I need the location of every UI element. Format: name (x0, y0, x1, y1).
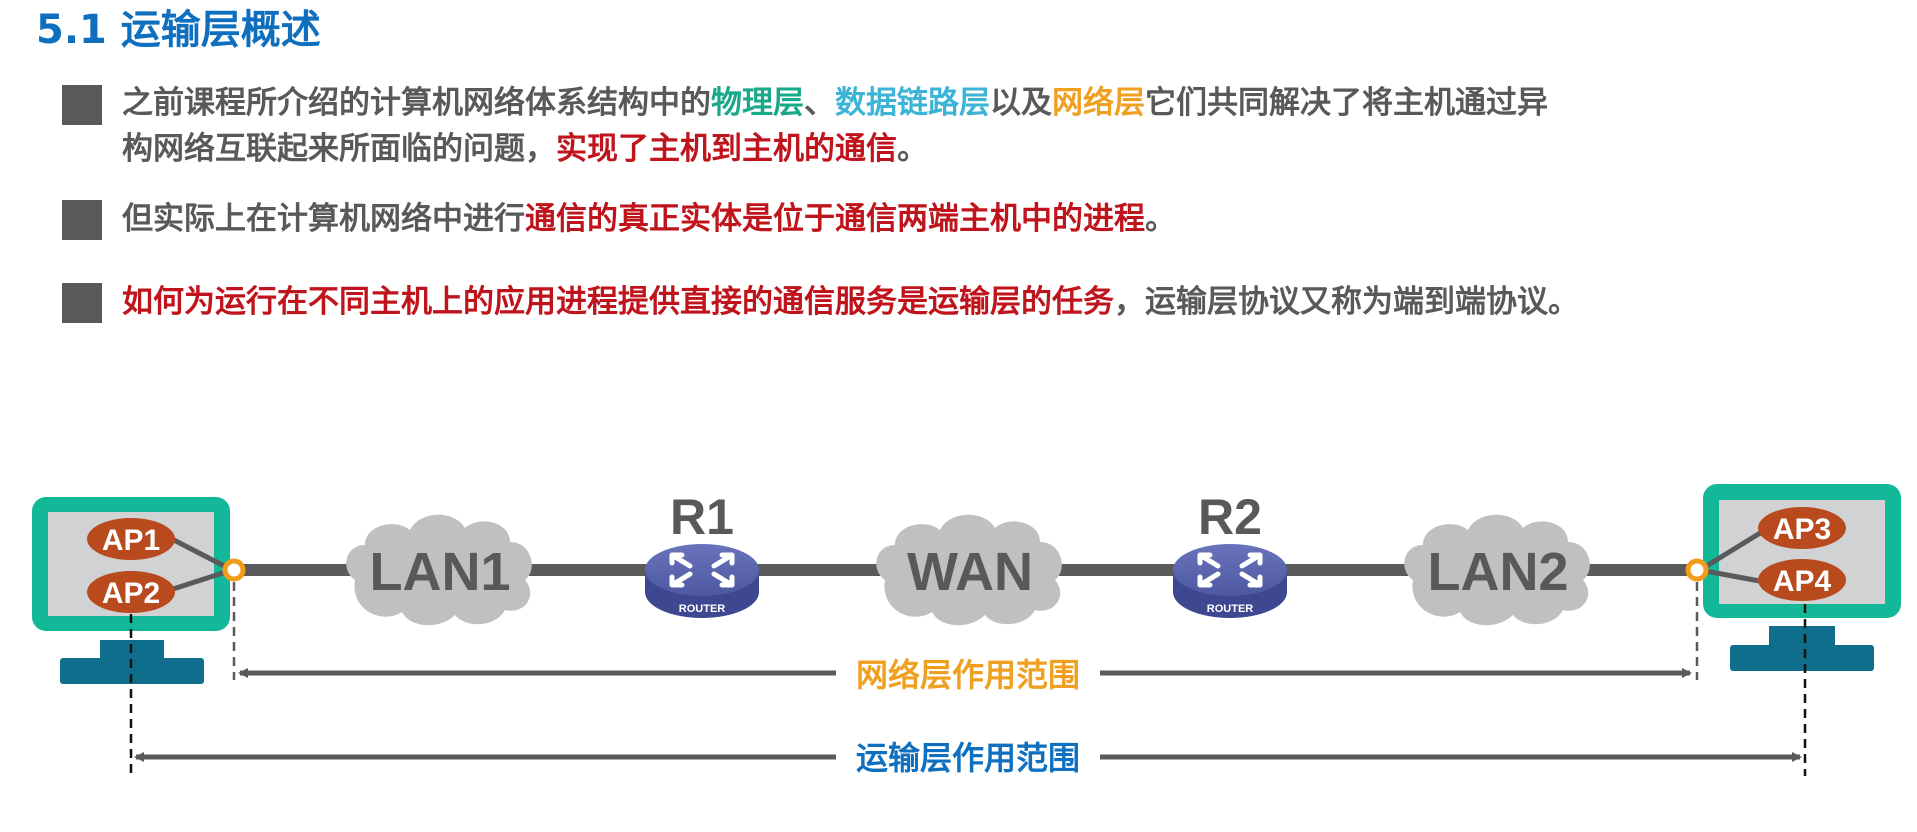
cloud-lan1-label: LAN1 (369, 542, 510, 602)
process-entity-highlight: 通信的真正实体是位于通信两端主机中的进程 (525, 201, 1145, 237)
bullet-1-text: 之前课程所介绍的计算机网络体系结构中的物理层、数据链路层以及网络层它们共同解决了… (122, 80, 1548, 172)
process-link (168, 535, 234, 573)
port-icon (222, 558, 246, 582)
router-icon (645, 544, 759, 596)
text-segment: 它们共同解决了将主机通过异 (1145, 85, 1548, 121)
cloud-wan-label: WAN (907, 542, 1033, 602)
right-host: AP3 AP4 (1685, 484, 1901, 671)
text-segment: 以及 (990, 85, 1052, 121)
network-layer-highlight: 网络层 (1052, 85, 1145, 121)
router-r1-label: R1 (670, 489, 734, 545)
router-arrows-icon (1197, 552, 1263, 588)
physical-layer-highlight: 物理层 (711, 85, 804, 121)
text-segment: 。 (897, 131, 928, 167)
process-ap1-label: AP1 (102, 524, 160, 557)
text-segment: 。 (1145, 201, 1176, 237)
bullet-1-line-2: 构网络互联起来所面临的问题，实现了主机到主机的通信。 (122, 126, 1548, 172)
slide-title: 5.1 运输层概述 (36, 7, 321, 53)
text-segment: 构网络互联起来所面临的问题， (122, 131, 556, 167)
bullet-square-3 (62, 283, 102, 323)
router-r2-label: R2 (1198, 489, 1262, 545)
process-link (1699, 567, 1766, 585)
process-ap3 (1758, 507, 1846, 549)
cloud-lan1: LAN1 (346, 514, 532, 626)
text-segment: 、 (804, 85, 835, 121)
bullet-1-line-1: 之前课程所介绍的计算机网络体系结构中的物理层、数据链路层以及网络层它们共同解决了… (122, 80, 1548, 126)
transport-task-highlight: 如何为运行在不同主机上的应用进程提供直接的通信服务是运输层的任务 (122, 284, 1114, 320)
host-to-host-highlight: 实现了主机到主机的通信 (556, 131, 897, 167)
process-ap3-label: AP3 (1773, 513, 1831, 546)
bullet-square-1 (62, 85, 102, 125)
network-range-label: 网络层作用范围 (856, 656, 1080, 694)
cloud-icon (876, 514, 1062, 626)
cloud-icon (346, 514, 532, 626)
text-segment: 之前课程所介绍的计算机网络体系结构中的 (122, 85, 711, 121)
text-segment: 但实际上在计算机网络中进行 (122, 201, 525, 237)
cloud-lan2-label: LAN2 (1427, 542, 1568, 602)
left-host: AP1 AP2 (32, 497, 246, 684)
process-ap4 (1758, 559, 1846, 601)
datalink-layer-highlight: 数据链路层 (835, 85, 990, 121)
process-ap2 (87, 571, 175, 613)
router-icon (1173, 544, 1287, 596)
process-ap4-label: AP4 (1773, 565, 1832, 598)
cloud-lan2: LAN2 (1404, 514, 1590, 626)
router-r1: R1 ROUTER (645, 489, 759, 618)
bullet-3-text: 如何为运行在不同主机上的应用进程提供直接的通信服务是运输层的任务，运输层协议又称… (122, 279, 1579, 325)
router-r2: R2 ROUTER (1173, 489, 1287, 618)
process-link (1698, 527, 1767, 573)
router-badge: ROUTER (679, 603, 726, 615)
bullet-square-2 (62, 200, 102, 240)
router-badge: ROUTER (1207, 603, 1254, 615)
text-segment: ，运输层协议又称为端到端协议。 (1114, 284, 1579, 320)
process-ap2-label: AP2 (102, 577, 160, 610)
router-arrows-icon (669, 552, 735, 588)
port-icon (1685, 558, 1709, 582)
process-link (169, 567, 233, 593)
bullet-2-text: 但实际上在计算机网络中进行通信的真正实体是位于通信两端主机中的进程。 (122, 196, 1176, 242)
host-stand-base (60, 658, 204, 684)
cloud-wan: WAN (876, 514, 1062, 626)
host-stand-base (1730, 645, 1874, 671)
process-ap1 (87, 518, 175, 560)
transport-range-label: 运输层作用范围 (856, 739, 1080, 777)
cloud-icon (1404, 514, 1590, 626)
